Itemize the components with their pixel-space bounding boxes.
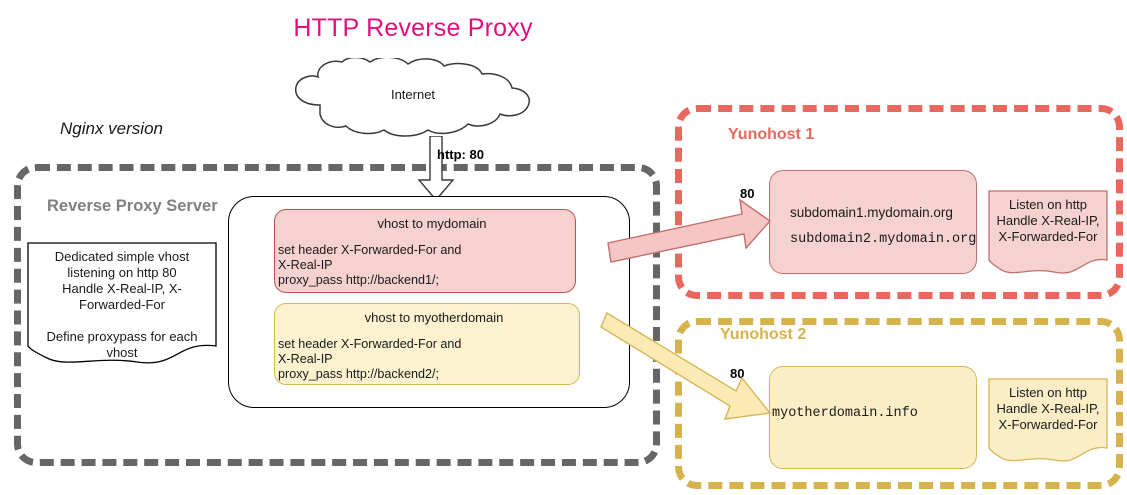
yunohost2-domains-box[interactable]: myotherdomain.info	[769, 366, 977, 469]
yunohost1-port-label: 80	[740, 186, 755, 201]
page-title: HTTP Reverse Proxy	[293, 14, 533, 42]
yunohost2-note: Listen on http Handle X-Real-IP, X-Forwa…	[988, 378, 1108, 462]
vhost-card-body: set header X-Forwarded-For and X-Real-IP…	[278, 243, 462, 287]
yunohost2-domain-line-1: myotherdomain.info	[772, 406, 918, 421]
cloud-icon	[282, 56, 544, 140]
http-port-label: http: 80	[437, 147, 484, 162]
cloud-label: Internet	[390, 87, 436, 102]
vhost-card-title: vhost to myotherdomain	[364, 310, 504, 325]
down-block-arrow-icon	[408, 135, 468, 202]
yunohost1-domain-line-1: subdomain1.mydomain.org	[790, 205, 953, 220]
nginx-version-label: Nginx version	[60, 119, 163, 138]
reverse-proxy-note-text: Dedicated simple vhost listening on http…	[46, 249, 198, 360]
yunohost1-note-text: Listen on http Handle X-Real-IP, X-Forwa…	[996, 197, 1100, 244]
reverse-proxy-note: Dedicated simple vhost listening on http…	[27, 242, 217, 364]
vhost-card-mydomain[interactable]: vhost to mydomain set header X-Forwarded…	[274, 209, 576, 293]
yunohost2-port-label: 80	[730, 366, 745, 381]
yunohost2-group-title: Yunohost 2	[720, 326, 807, 343]
vhost-card-myotherdomain[interactable]: vhost to myotherdomain set header X-Forw…	[274, 303, 580, 385]
vhost-card-body: set header X-Forwarded-For and X-Real-IP…	[278, 337, 462, 381]
yunohost1-domain-line-2: subdomain2.mydomain.org	[790, 232, 977, 247]
yunohost1-group-title: Yunohost 1	[728, 126, 815, 143]
reverse-proxy-group-title: Reverse Proxy Server	[47, 197, 218, 215]
vhost-card-title: vhost to mydomain	[377, 216, 487, 231]
yunohost2-note-text: Listen on http Handle X-Real-IP, X-Forwa…	[996, 385, 1100, 432]
yunohost1-domains-box[interactable]: subdomain1.mydomain.org subdomain2.mydom…	[769, 170, 977, 274]
yunohost1-note: Listen on http Handle X-Real-IP, X-Forwa…	[988, 190, 1108, 274]
